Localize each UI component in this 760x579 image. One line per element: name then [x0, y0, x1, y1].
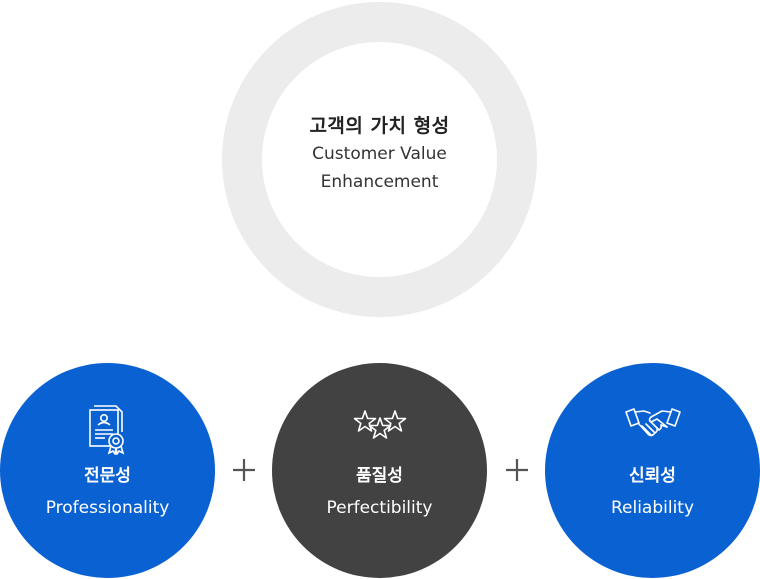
three-stars-icon: [353, 410, 406, 439]
plus-icon: [233, 459, 255, 481]
pillar-reliability-en: Reliability: [610, 498, 695, 518]
value-title-en-line2: Enhancement: [320, 172, 439, 192]
pillar-perfectibility-kr: 품질성: [356, 466, 403, 486]
value-label: 고객의 가치 형성 Customer Value Enhancement: [222, 112, 537, 196]
pillar-professionality-en: Professionality: [45, 498, 170, 518]
pillar-professionality-kr: 전문성: [84, 466, 131, 486]
value-title-en-line1: Customer Value: [312, 144, 447, 164]
plus-icon: [506, 459, 528, 481]
value-title-kr: 고객의 가치 형성: [309, 115, 450, 137]
pillar-reliability: 신뢰성 Reliability: [545, 363, 760, 578]
pillar-perfectibility-en: Perfectibility: [326, 498, 433, 518]
pillar-reliability-kr: 신뢰성: [629, 466, 676, 486]
certificate-icon: [88, 405, 124, 455]
handshake-icon: [624, 408, 681, 437]
pillar-perfectibility: 품질성 Perfectibility: [272, 363, 487, 578]
pillar-professionality: 전문성 Professionality: [0, 363, 215, 578]
